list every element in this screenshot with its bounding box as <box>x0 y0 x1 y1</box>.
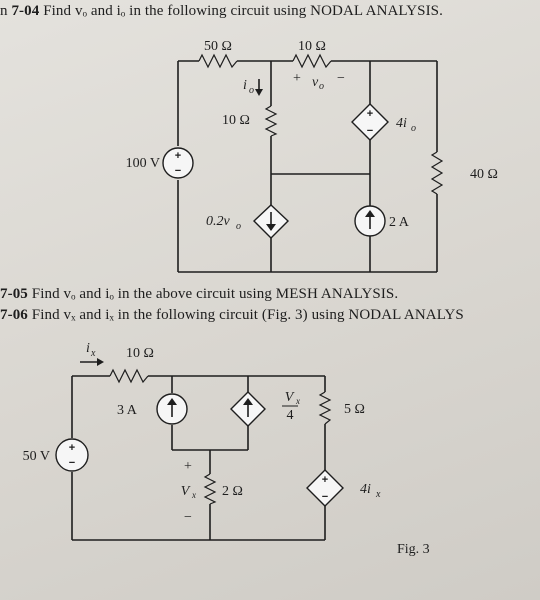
svg-text:x: x <box>295 396 300 406</box>
label-vx-over-4: V x 4 <box>282 390 300 423</box>
svg-text:−: − <box>184 510 192 525</box>
current-source-3a <box>156 393 188 425</box>
svg-text:V: V <box>285 390 295 405</box>
label-5-ohm: 5 Ω <box>344 402 365 417</box>
svg-text:4i: 4i <box>360 482 371 497</box>
label-4io: 4i o <box>396 116 416 134</box>
label-3a: 3 A <box>117 403 138 418</box>
svg-text:V: V <box>181 484 191 499</box>
label-vx-2ohm: + V x − <box>181 459 196 525</box>
dependent-current-source-icon <box>252 204 290 239</box>
svg-text:−: − <box>367 125 373 137</box>
problem-prefix: n <box>0 3 12 19</box>
svg-text:+: + <box>69 442 75 454</box>
problem-number: 7-06 <box>0 307 28 323</box>
svg-text:o: o <box>411 123 416 134</box>
io-arrow-icon <box>255 79 263 96</box>
svg-text:−: − <box>175 165 181 177</box>
problem-text: Find vₒ and iₒ in the following circuit … <box>39 3 443 19</box>
svg-text:+: + <box>293 71 301 86</box>
circuit-2-wires <box>71 375 326 541</box>
resistor-2-ohm <box>203 473 217 505</box>
svg-text:4i: 4i <box>396 116 407 131</box>
label-io: i o <box>243 78 254 96</box>
label-10-ohm-top: 10 Ω <box>298 39 326 54</box>
svg-text:−: − <box>69 457 75 469</box>
label-2-ohm: 2 Ω <box>222 484 243 499</box>
label-50-ohm: 50 Ω <box>204 39 232 54</box>
problem-text: Find vₓ and iₓ in the following circuit … <box>27 307 464 323</box>
resistor-10-ohm <box>109 368 149 384</box>
svg-text:i: i <box>243 78 247 93</box>
problem-number: 7-04 <box>11 3 40 19</box>
label-10-ohm-middle: 10 Ω <box>222 113 250 128</box>
svg-text:o: o <box>236 221 241 232</box>
svg-text:−: − <box>337 71 345 86</box>
svg-text:x: x <box>375 489 381 500</box>
resistor-10-ohm-top <box>292 53 332 69</box>
dependent-current-source-vx4-icon <box>230 391 266 427</box>
resistor-40-ohm <box>430 151 444 195</box>
svg-text:v: v <box>312 75 319 90</box>
circuit-1-wires <box>177 60 438 273</box>
dependent-voltage-source-4ix-icon: + − <box>306 469 344 507</box>
figure-caption: Fig. 3 <box>397 542 430 557</box>
current-source-2a <box>354 205 386 237</box>
problem-7-04: n 7-04 Find vₒ and iₒ in the following c… <box>0 3 443 20</box>
voltage-source-100v: + − <box>162 147 194 179</box>
label-vo: + v o − <box>293 71 345 92</box>
svg-text:0.2v: 0.2v <box>206 214 231 229</box>
svg-text:+: + <box>175 150 181 162</box>
svg-text:x: x <box>191 490 196 500</box>
problem-number: 7-05 <box>0 286 28 302</box>
label-100v: 100 V <box>126 156 160 171</box>
label-4ix: 4i x <box>360 482 381 500</box>
svg-text:+: + <box>184 459 192 474</box>
svg-text:i: i <box>86 341 90 356</box>
resistor-10-ohm-middle <box>264 105 278 137</box>
svg-text:o: o <box>249 85 254 96</box>
svg-text:+: + <box>322 474 328 486</box>
svg-text:+: + <box>367 108 373 120</box>
label-40-ohm: 40 Ω <box>470 167 498 182</box>
svg-text:4: 4 <box>287 408 294 423</box>
resistor-5-ohm <box>318 391 332 425</box>
label-10-ohm: 10 Ω <box>126 346 154 361</box>
dependent-voltage-source-icon: + − <box>351 103 389 141</box>
label-2a: 2 A <box>389 215 410 230</box>
problem-text: Find vₒ and iₒ in the above circuit usin… <box>27 286 399 302</box>
voltage-source-50v: + − <box>55 438 89 472</box>
svg-text:o: o <box>319 81 324 92</box>
resistor-50-ohm <box>198 53 238 69</box>
svg-text:−: − <box>322 491 328 503</box>
label-0-2vo: 0.2v o <box>206 214 241 232</box>
svg-text:x: x <box>90 348 96 359</box>
ix-arrow-icon <box>80 358 104 366</box>
label-50v: 50 V <box>23 449 50 464</box>
problem-7-06: 7-06 Find vₓ and iₓ in the following cir… <box>0 307 464 324</box>
problem-7-05: 7-05 Find vₒ and iₒ in the above circuit… <box>0 286 398 303</box>
label-ix: i x <box>86 341 96 359</box>
